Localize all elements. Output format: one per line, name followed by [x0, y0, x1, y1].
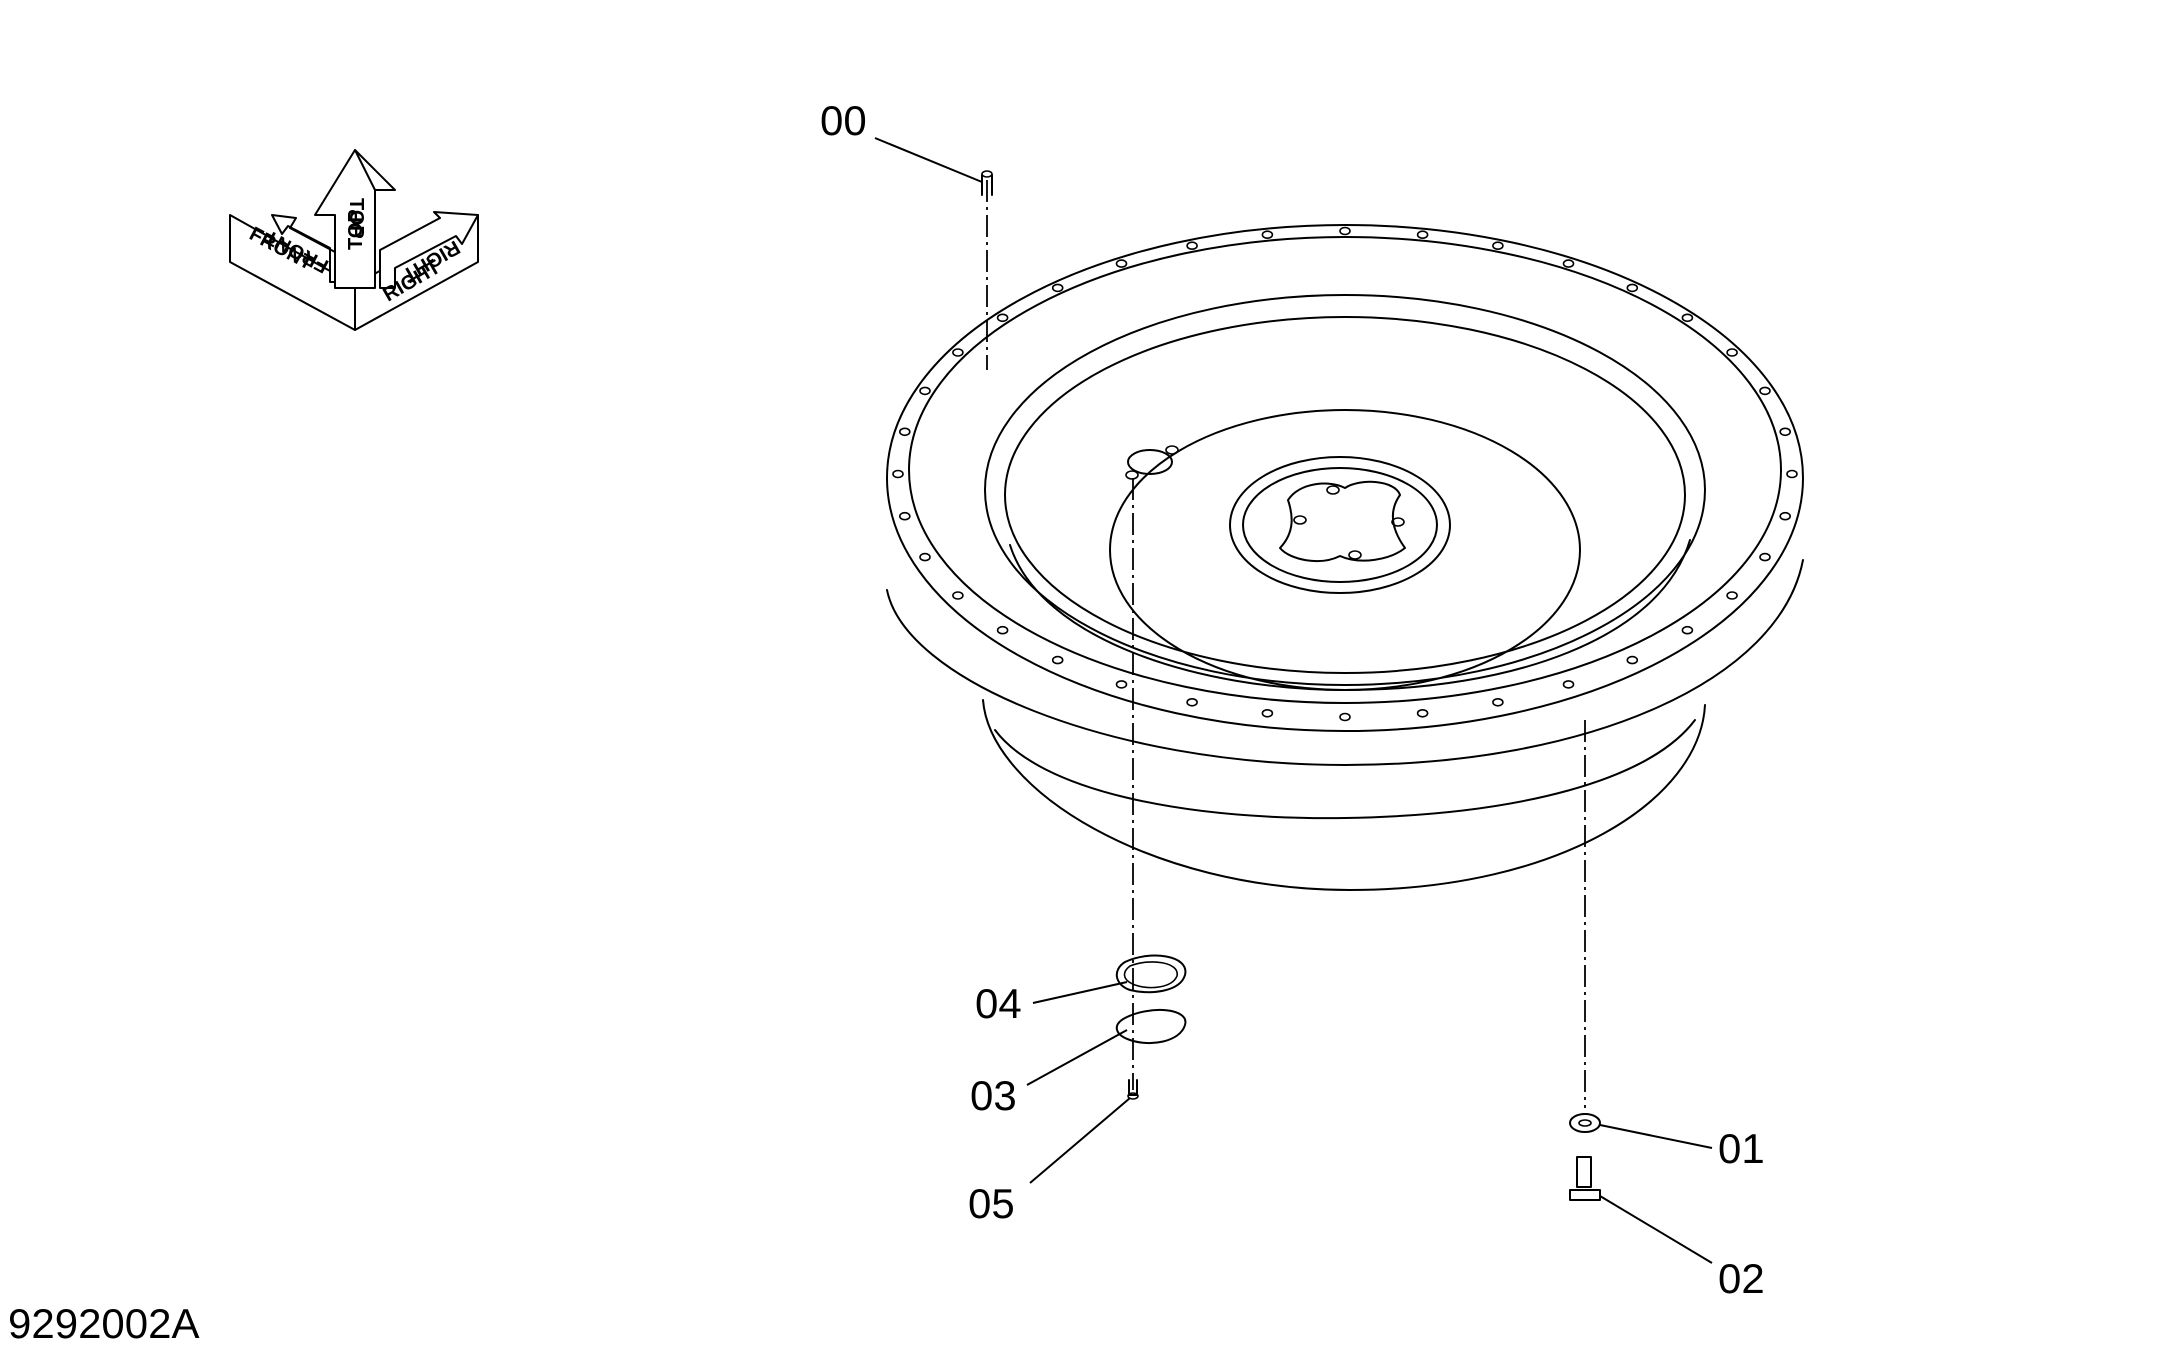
part-washer-01 [1569, 1113, 1601, 1133]
flange-bolt-holes [892, 226, 1798, 722]
callout-05: 05 [968, 1180, 1015, 1227]
flange-bolt-hole [892, 469, 904, 479]
flange-bolt-hole [1726, 591, 1738, 600]
leader-03 [1026, 1029, 1128, 1086]
orientation-indicator: FRONT FRONT TOP TOP RIGHT RIGHT [229, 149, 479, 331]
flange-bolt-hole [1759, 386, 1771, 396]
central-hub [1229, 456, 1451, 594]
flange-bolt-hole [996, 625, 1009, 635]
flange-bolt-hole [919, 386, 931, 396]
flange-bolt-hole [1626, 655, 1639, 665]
callout-02: 02 [1718, 1255, 1765, 1302]
drum-assembly [886, 224, 1804, 891]
hub-bolt [1348, 550, 1362, 560]
hub-outer-ring [1229, 456, 1451, 594]
flange-bolt-hole [1051, 283, 1064, 293]
flange-bolt-hole [1779, 511, 1791, 521]
flange-bolt-hole [1681, 625, 1694, 635]
callout-01: 01 [1718, 1125, 1765, 1172]
hub-spline-socket [1279, 480, 1406, 563]
flange-bolt-hole [1339, 712, 1351, 722]
flange-bolt-hole [1562, 259, 1575, 268]
flange-outer-rim [886, 224, 1804, 732]
part-plug-00 [981, 170, 993, 196]
part-gasket-03 [1115, 1008, 1187, 1044]
hub-bolt [1293, 515, 1307, 525]
flange-bolt-hole [919, 552, 931, 562]
right-arrow-icon [379, 211, 479, 289]
flange-bolt-hole [1726, 348, 1738, 357]
drain-port [1127, 449, 1173, 475]
flange-bolt-hole [1186, 241, 1198, 250]
leader-04 [1032, 981, 1128, 1004]
flange-bolt-hole [1115, 259, 1128, 268]
orientation-top-label-mirror: TOP [345, 209, 367, 250]
drum-lower-groove [994, 719, 1696, 820]
part-bolt-02 [1569, 1156, 1601, 1201]
flange-bolt-hole [1186, 697, 1198, 707]
flange-bolt-hole [1261, 708, 1274, 718]
drawing-id: 9292002A [8, 1300, 200, 1345]
flange-bolt-hole [1779, 427, 1791, 437]
top-arrow-icon [314, 149, 396, 289]
flange-bolt-hole [1339, 226, 1351, 236]
bowl-inner-ring [1109, 409, 1581, 691]
flange-bolt-hole [1416, 708, 1429, 718]
flange-bolt-hole [1786, 469, 1798, 479]
leader-05 [1029, 1097, 1131, 1184]
flange-bolt-hole [996, 313, 1009, 323]
flange-bolt-hole [1115, 680, 1128, 689]
flange-bolt-hole [1562, 680, 1575, 689]
part-o-ring-04 [1115, 954, 1187, 994]
leader-01 [1599, 1124, 1713, 1149]
flange-bolt-hole [1626, 283, 1639, 293]
orientation-top-label: TOP [345, 198, 367, 239]
drain-port-bolt [1165, 445, 1179, 455]
callout-00: 00 [820, 97, 867, 144]
drum-lower-body [982, 699, 1706, 891]
hub-bolt [1326, 485, 1340, 495]
front-arrow-icon [271, 214, 336, 283]
bowl-ring-outer [984, 294, 1706, 686]
bowl-ring-middle [1004, 316, 1686, 674]
flange-bolt-hole [1681, 313, 1694, 323]
flange-bolt-hole [952, 348, 964, 357]
flange-bolt-hole [1261, 230, 1274, 239]
flange-inner-lip [908, 236, 1782, 704]
flange-bolt-hole [1492, 241, 1504, 250]
flange-bolt-hole [898, 427, 911, 437]
hub-bolt [1391, 517, 1405, 527]
leader-02 [1599, 1195, 1713, 1264]
flange-side-edge [886, 559, 1804, 766]
callout-03: 03 [970, 1072, 1017, 1119]
drain-port-bolt [1125, 470, 1139, 480]
flange-bolt-hole [1759, 552, 1771, 562]
leader-00 [874, 137, 983, 183]
flange-bolt-hole [1051, 655, 1064, 665]
hub-inner-ring [1242, 467, 1438, 583]
part-plug-05 [1127, 1079, 1139, 1100]
flange-bolt-hole [1416, 230, 1429, 239]
flange-bolt-hole [898, 511, 911, 521]
flange-bolt-hole [952, 591, 964, 600]
callout-04: 04 [975, 980, 1022, 1027]
flange-bolt-hole [1492, 697, 1504, 707]
